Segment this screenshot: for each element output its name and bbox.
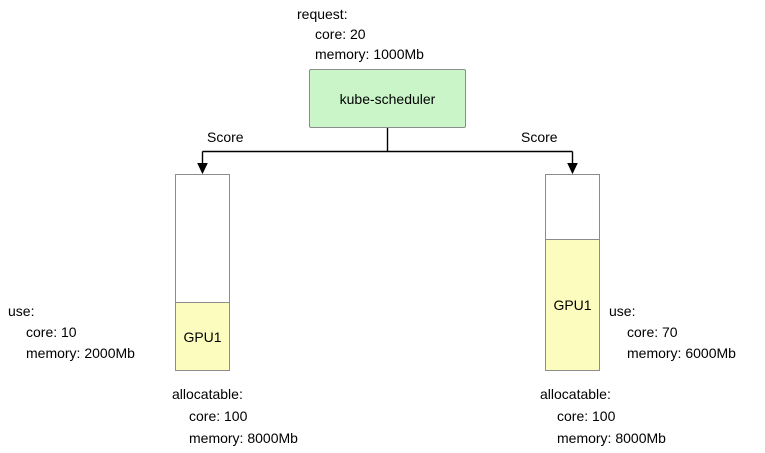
request-memory: memory: 1000Mb (315, 46, 424, 62)
node-left-use-block: use: core: 10 memory: 2000Mb (8, 301, 135, 364)
edge-stem (201, 128, 574, 164)
node-right: GPU1 (545, 174, 600, 371)
node-right-gpu-fill: GPU1 (546, 239, 599, 370)
use-heading: use: (8, 303, 35, 319)
allocatable-core: core: 100 (189, 408, 248, 424)
node-right-use-block: use: core: 70 memory: 6000Mb (609, 301, 736, 364)
request-heading: request: (297, 6, 348, 22)
arrowhead-left-icon (197, 163, 208, 175)
node-left-gpu-label: GPU1 (183, 328, 222, 345)
allocatable-core: core: 100 (557, 408, 616, 424)
kube-scheduler-node: kube-scheduler (309, 69, 466, 128)
node-left-gpu-fill: GPU1 (176, 302, 229, 370)
request-core: core: 20 (315, 26, 366, 42)
kube-scheduler-label: kube-scheduler (339, 90, 436, 107)
node-left: GPU1 (175, 174, 230, 371)
allocatable-memory: memory: 8000Mb (557, 430, 666, 446)
arrowhead-right-icon (567, 163, 578, 175)
edge-label-score-left: Score (207, 129, 244, 145)
edge-label-score-right: Score (521, 129, 558, 145)
node-right-gpu-label: GPU1 (553, 297, 592, 313)
use-memory: memory: 2000Mb (26, 345, 135, 361)
use-memory: memory: 6000Mb (627, 345, 736, 361)
use-heading: use: (609, 303, 636, 319)
request-block: request: core: 20 memory: 1000Mb (297, 4, 424, 64)
use-core: core: 70 (627, 324, 678, 340)
node-left-allocatable-block: allocatable: core: 100 memory: 8000Mb (172, 383, 298, 449)
allocatable-heading: allocatable: (172, 386, 243, 402)
allocatable-memory: memory: 8000Mb (189, 430, 298, 446)
use-core: core: 10 (26, 324, 77, 340)
allocatable-heading: allocatable: (540, 386, 611, 402)
node-right-allocatable-block: allocatable: core: 100 memory: 8000Mb (540, 383, 666, 449)
